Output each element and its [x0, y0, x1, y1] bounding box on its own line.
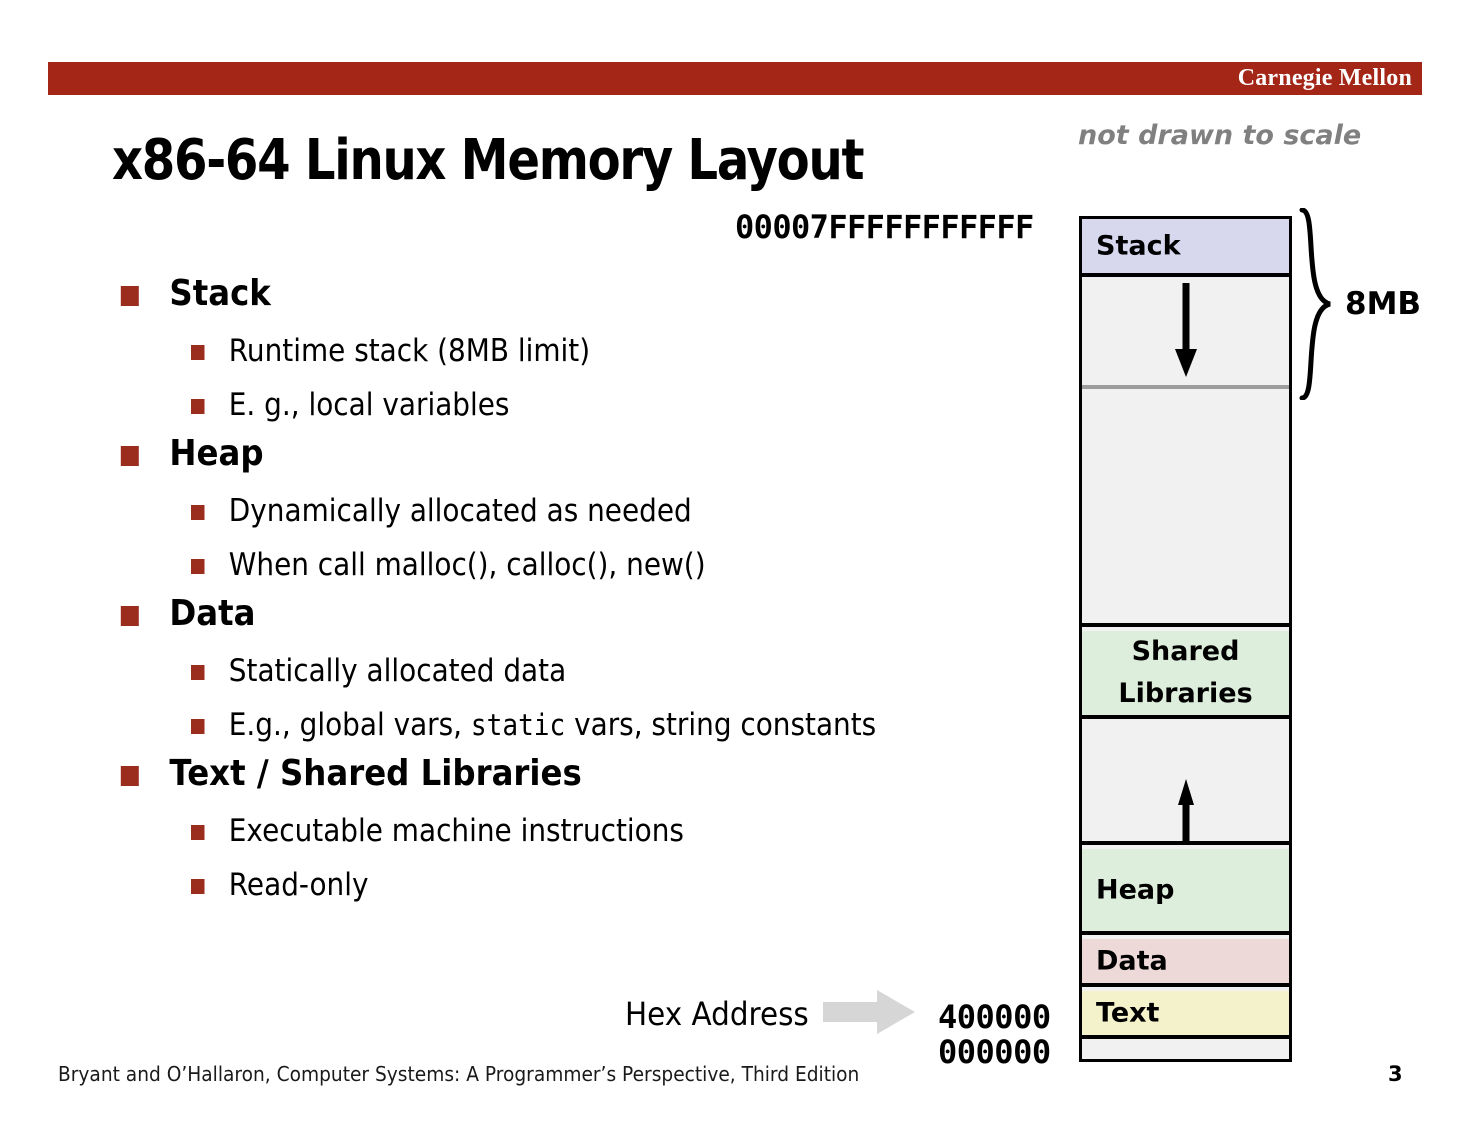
bullet-sub-item: Runtime stack (8MB limit)	[110, 332, 938, 370]
bullet-sub-label-part2: vars, string constants	[565, 707, 877, 743]
square-bullet-icon	[120, 606, 139, 626]
square-subbullet-icon	[191, 505, 205, 520]
bottom-address-zero: 000000	[938, 1033, 1051, 1071]
bullet-sub-label: Executable machine instructions	[228, 813, 684, 849]
square-subbullet-icon	[191, 825, 205, 840]
bullet-heading-label: Heap	[169, 433, 264, 474]
bullet-sub-label: When call malloc(), calloc(), new()	[228, 547, 706, 583]
shared-libraries-line-2: Libraries	[1118, 678, 1253, 709]
hex-address-caption: Hex Address	[625, 995, 809, 1033]
header-band: Carnegie Mellon	[48, 62, 1422, 95]
square-subbullet-icon	[191, 879, 205, 894]
bullet-heading-label: Text / Shared Libraries	[169, 753, 582, 794]
square-subbullet-icon	[191, 399, 205, 414]
top-address-label: 00007FFFFFFFFFFF	[735, 208, 1034, 246]
square-subbullet-icon	[191, 665, 205, 680]
bullet-heading-stack: Stack	[110, 272, 938, 316]
memory-block-label: Heap	[1096, 874, 1175, 906]
bullet-heading-label: Data	[169, 593, 256, 634]
bullet-sub-item: Statically allocated data	[110, 652, 938, 690]
bullet-heading-heap: Heap	[110, 432, 938, 476]
bottom-address-text-start: 400000	[938, 998, 1051, 1036]
memory-block-heap: Heap	[1082, 849, 1289, 935]
memory-block-label: Data	[1096, 945, 1168, 977]
arrow-up-icon	[1177, 779, 1194, 841]
square-subbullet-icon	[191, 345, 205, 360]
arrow-down-icon	[1174, 283, 1197, 377]
square-subbullet-icon	[191, 559, 205, 574]
memory-block-data: Data	[1082, 939, 1289, 987]
bottom-address-labels: 400000 000000	[938, 1000, 1051, 1070]
shared-libraries-line-1: Shared	[1131, 636, 1240, 667]
bullet-sub-item: E. g., local variables	[110, 386, 938, 424]
page-title: x86-64 Linux Memory Layout	[112, 128, 864, 193]
memory-block-reserved-low	[1082, 1043, 1289, 1059]
bullet-sub-label-part1: E.g., global vars,	[228, 707, 471, 743]
bullet-sub-label-code: static	[470, 708, 566, 742]
square-subbullet-icon	[191, 719, 205, 734]
memory-block-label: Stack	[1096, 230, 1181, 262]
bullet-sub-item: Dynamically allocated as needed	[110, 492, 938, 530]
not-to-scale-note: not drawn to scale	[1078, 120, 1362, 151]
brand-label: Carnegie Mellon	[1237, 65, 1412, 91]
arrow-right-block-icon	[823, 990, 915, 1034]
bullet-heading-text: Text / Shared Libraries	[110, 752, 938, 796]
footer-citation: Bryant and O’Hallaron, Computer Systems:…	[58, 1062, 860, 1086]
square-bullet-icon	[120, 286, 139, 306]
bullet-heading-label: Stack	[169, 273, 271, 314]
square-bullet-icon	[120, 446, 139, 466]
brace-label-8mb: 8MB	[1345, 286, 1422, 322]
bullet-heading-data: Data	[110, 592, 938, 636]
memory-block-heap-growth-region	[1082, 723, 1289, 845]
square-bullet-icon	[120, 766, 139, 786]
bullet-sub-label: Runtime stack (8MB limit)	[228, 333, 591, 369]
bullet-sub-label: Read-only	[228, 867, 369, 903]
bullet-sub-item: When call malloc(), calloc(), new()	[110, 546, 938, 584]
memory-block-unmapped-region-upper	[1082, 393, 1289, 627]
bullet-sub-item: E.g., global vars, static vars, string c…	[110, 706, 938, 744]
bullet-sub-label: Dynamically allocated as needed	[228, 493, 692, 529]
memory-block-text: Text	[1082, 991, 1289, 1039]
brace-icon	[1299, 208, 1332, 400]
memory-block-label: Text	[1096, 997, 1160, 1029]
memory-block-stack-growth-region	[1082, 277, 1289, 389]
memory-block-stack: Stack	[1082, 219, 1289, 277]
bullet-sub-item: Executable machine instructions	[110, 812, 938, 850]
bullet-sub-item: Read-only	[110, 866, 938, 904]
footer-page-number: 3	[1388, 1062, 1403, 1086]
bullet-sub-label: Statically allocated data	[228, 653, 567, 689]
bullet-list: Stack Runtime stack (8MB limit) E. g., l…	[110, 272, 1030, 904]
bullet-sub-label: E. g., local variables	[228, 387, 510, 423]
